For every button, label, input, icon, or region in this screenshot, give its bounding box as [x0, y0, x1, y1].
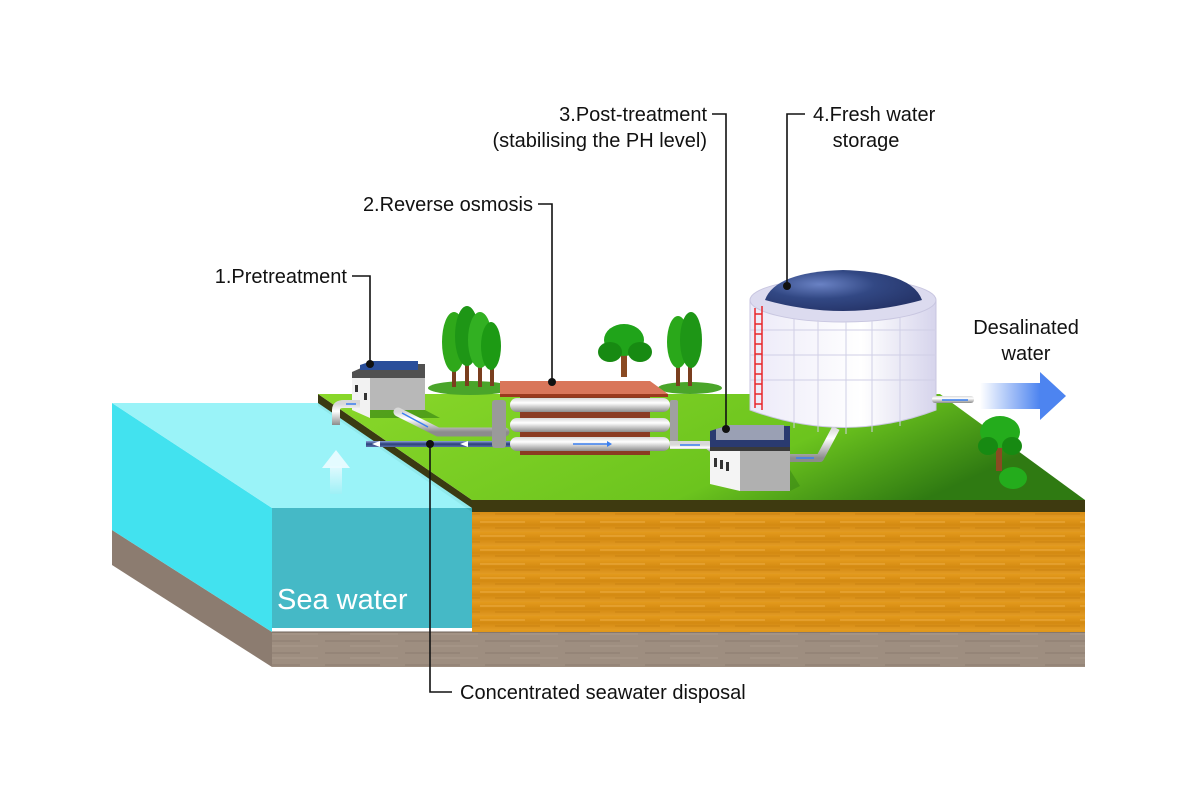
sea-top-face	[112, 403, 472, 508]
label-pretreatment: 1.Pretreatment	[215, 266, 348, 288]
bedrock-front	[272, 632, 1085, 667]
leader-pretreatment	[352, 275, 374, 368]
membrane-tube-1	[510, 398, 670, 412]
label-desalinated: Desalinated	[973, 317, 1079, 339]
intake-arrow-icon	[322, 450, 350, 494]
tree-cluster-left	[428, 306, 512, 395]
leader-reverse-osmosis	[538, 203, 556, 386]
sea-front-face	[272, 508, 472, 628]
sea-water-label: Sea water	[277, 584, 408, 616]
label-desalinated-line2: water	[1001, 343, 1051, 365]
tree-right	[978, 416, 1027, 489]
leader-post-treatment	[712, 113, 730, 433]
tank-dome	[765, 270, 922, 311]
sea-water: Sea water	[112, 403, 472, 632]
sea-left-face	[112, 403, 272, 632]
tank-ladder	[754, 306, 763, 410]
label-disposal: Concentrated seawater disposal	[460, 682, 746, 704]
label-storage-line2: storage	[833, 130, 900, 152]
reverse-osmosis-unit	[492, 381, 678, 455]
post-treatment-building	[710, 425, 800, 491]
grass-edge	[472, 500, 1085, 512]
label-post-treatment-note: (stabilising the PH level)	[492, 130, 707, 152]
bedrock-side	[112, 530, 272, 667]
soil-front	[472, 512, 1085, 632]
output-arrow-icon	[980, 372, 1066, 420]
label-post-treatment: 3.Post-treatment	[559, 104, 707, 126]
intake-pipe	[332, 400, 360, 425]
label-reverse-osmosis: 2.Reverse osmosis	[363, 194, 533, 216]
fresh-water-tank	[749, 270, 974, 434]
leader-storage	[783, 113, 805, 290]
membrane-tube-2	[510, 418, 670, 432]
membrane-cover	[500, 381, 668, 394]
feed-pipe	[393, 407, 510, 437]
label-storage: 4.Fresh water	[813, 104, 936, 126]
disposal-pipe	[366, 441, 516, 447]
leader-disposal	[426, 440, 452, 693]
tree-cluster-middle	[598, 312, 722, 394]
product-pipe	[790, 426, 840, 462]
